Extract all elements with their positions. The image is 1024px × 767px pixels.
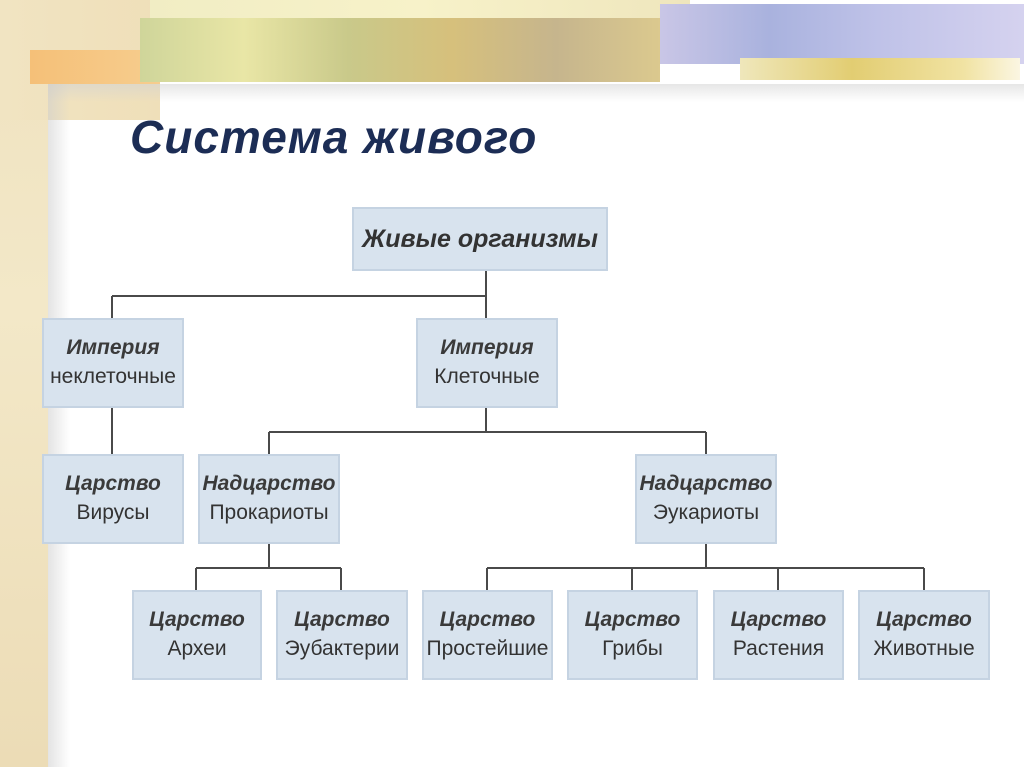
node-kingdom-archaea: Царство Археи xyxy=(132,590,262,680)
node-name: Эукариоты xyxy=(652,501,760,524)
decorative-shadow-left xyxy=(48,84,70,767)
slide-title: Система живого xyxy=(130,111,538,163)
node-name: Простейшие xyxy=(426,637,549,660)
node-rank: Царство xyxy=(584,608,681,631)
node-name: Животные xyxy=(873,637,975,660)
node-name: Растения xyxy=(732,637,825,660)
node-kingdom-fungi: Царство Грибы xyxy=(567,590,698,680)
node-rank: Надцарство xyxy=(639,472,773,495)
node-name: Клеточные xyxy=(434,365,540,388)
node-rank: Царство xyxy=(730,608,827,631)
decorative-blue-flowers xyxy=(660,4,1024,64)
node-kingdom-animals: Царство Животные xyxy=(858,590,990,680)
decorative-orange-strip xyxy=(30,50,160,84)
node-name: Грибы xyxy=(602,637,663,660)
decorative-floral-banner xyxy=(140,18,660,82)
node-rank: Империя xyxy=(440,336,534,359)
node-rank: Империя xyxy=(66,336,160,359)
node-name: Прокариоты xyxy=(209,501,329,524)
decorative-banner-top xyxy=(150,0,690,20)
node-rank: Надцарство xyxy=(202,472,336,495)
node-rank: Царство xyxy=(439,608,536,631)
decorative-gold-strip xyxy=(740,58,1020,80)
node-name: неклеточные xyxy=(50,365,176,388)
node-rank: Царство xyxy=(876,608,972,631)
node-kingdom-protists: Царство Простейшие xyxy=(422,590,553,680)
node-rank: Царство xyxy=(149,608,245,631)
node-rank: Царство xyxy=(65,472,161,495)
node-name: Вирусы xyxy=(76,501,150,524)
node-empire-cellular: Империя Клеточные xyxy=(416,318,558,408)
node-root-label: Живые организмы xyxy=(362,224,598,253)
node-kingdom-plants: Царство Растения xyxy=(713,590,844,680)
node-kingdom-eubacteria: Царство Эубактерии xyxy=(276,590,408,680)
decorative-shadow-top xyxy=(48,84,1024,102)
node-empire-noncellular: Империя неклеточные xyxy=(42,318,184,408)
decorative-parchment-left xyxy=(0,0,48,767)
node-rank: Царство xyxy=(294,608,390,631)
node-name: Эубактерии xyxy=(284,637,400,660)
node-kingdom-viruses: Царство Вирусы xyxy=(42,454,184,544)
node-root: Живые организмы xyxy=(352,207,608,271)
node-superkingdom-eukaryotes: Надцарство Эукариоты xyxy=(635,454,777,544)
node-name: Археи xyxy=(167,637,227,660)
node-superkingdom-prokaryotes: Надцарство Прокариоты xyxy=(198,454,340,544)
